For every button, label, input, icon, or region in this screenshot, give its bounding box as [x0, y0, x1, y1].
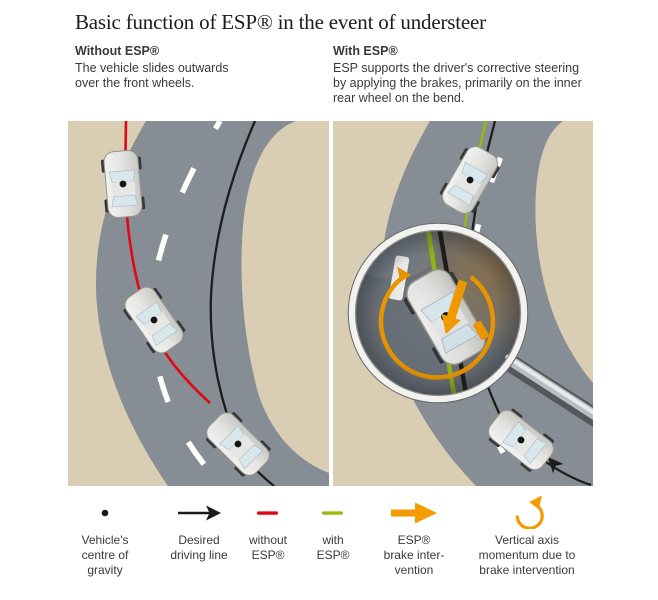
legend-item-centre-of-gravity: Vehicle's centre of gravity	[63, 493, 147, 578]
page-title: Basic function of ESP® in the event of u…	[75, 10, 486, 34]
with-esp-description-line: ESP supports the driver's corrective ste…	[333, 61, 580, 75]
legend-item-with-esp: with ESP®	[298, 493, 368, 563]
legend-label-line: vention	[394, 563, 434, 577]
legend-item-without-esp: without ESP®	[228, 493, 308, 563]
legend-label-line: Vertical axis	[494, 533, 560, 547]
legend-label-line: Vehicle's	[81, 533, 129, 547]
legend-label-line: gravity	[87, 563, 123, 577]
legend-label-line: Desired	[178, 533, 220, 547]
with-esp-line-icon	[298, 493, 368, 529]
legend: Vehicle's centre of gravity Desired driv…	[0, 493, 658, 593]
with-esp-description-line: rear wheel on the bend.	[333, 91, 465, 105]
desired-line-arrow-icon	[149, 493, 249, 529]
legend-label-line: without	[248, 533, 288, 547]
lane-markings	[149, 119, 228, 489]
legend-label-line: ESP®	[397, 533, 431, 547]
magnifier-handle	[504, 354, 610, 432]
brake-intervention-arrow-icon	[364, 493, 464, 529]
legend-label-line: with	[322, 533, 344, 547]
legend-label-line: momentum due to	[478, 548, 576, 562]
without-esp-heading: Without ESP®	[75, 44, 160, 58]
car-sliding-off-road	[99, 148, 147, 220]
centre-of-gravity-icon	[63, 493, 147, 529]
without-esp-text-block: Without ESP® The vehicle slides outwards…	[75, 44, 335, 91]
with-esp-heading: With ESP®	[333, 44, 398, 58]
legend-label-line: brake inter-	[383, 548, 445, 562]
legend-label-line: ESP®	[251, 548, 285, 562]
legend-label-line: centre of	[81, 548, 129, 562]
with-esp-illustration	[333, 119, 610, 487]
legend-item-yaw-momentum: Vertical axis momentum due to brake inte…	[457, 493, 597, 578]
legend-label-line: brake intervention	[479, 563, 575, 577]
yaw-momentum-icon	[457, 493, 597, 529]
with-esp-text-block: With ESP® ESP supports the driver's corr…	[333, 44, 593, 106]
without-esp-illustration	[68, 119, 329, 489]
driving-direction-arrowhead	[547, 456, 564, 474]
road	[96, 121, 329, 486]
legend-label-line: driving line	[170, 548, 228, 562]
panel-with-esp	[333, 119, 610, 491]
with-esp-description-line: by applying the brakes, primarily on the…	[333, 76, 582, 90]
legend-label-line: ESP®	[316, 548, 350, 562]
magnifier-rim	[347, 222, 529, 404]
without-esp-line-icon	[228, 493, 308, 529]
panel-without-esp	[68, 119, 329, 491]
legend-item-brake-intervention: ESP® brake inter- vention	[364, 493, 464, 578]
without-esp-description-line: The vehicle slides outwards	[75, 61, 229, 75]
legend-item-desired-line: Desired driving line	[149, 493, 249, 563]
without-esp-description-line: over the front wheels.	[75, 76, 195, 90]
